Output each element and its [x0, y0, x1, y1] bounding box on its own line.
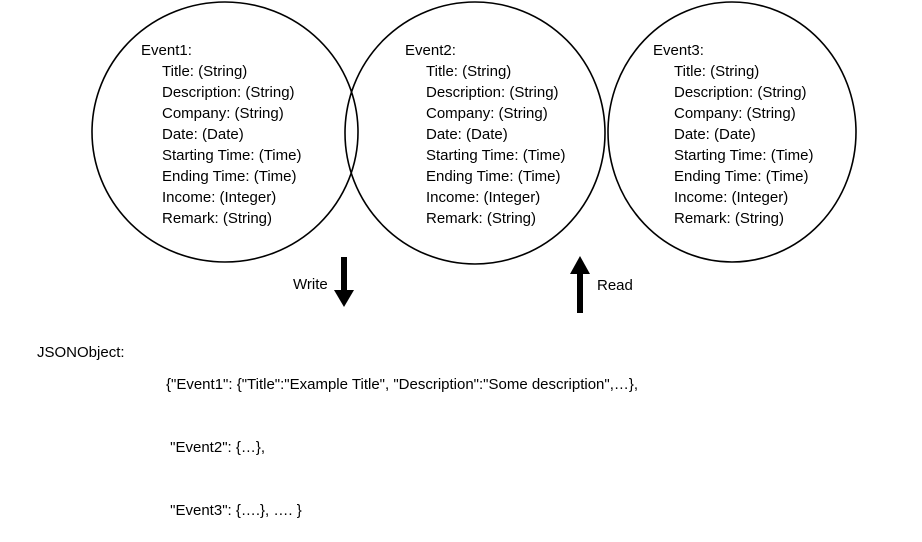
diagram-canvas [91, 1, 857, 313]
field-ending-time: Ending Time: (Time) [674, 168, 809, 185]
event2-title: Event2: [405, 42, 456, 59]
field-company: Company: (String) [674, 105, 796, 122]
field-description: Description: (String) [162, 84, 295, 101]
field-remark: Remark: (String) [426, 210, 537, 227]
event1-title: Event1: [141, 42, 192, 59]
event2-circle [344, 1, 606, 265]
event1-circle [91, 1, 359, 263]
field-ending-time: Ending Time: (Time) [162, 168, 297, 185]
event2-field-list: Title: (String) Description: (String) Co… [405, 61, 565, 229]
json-object-content: {"Event1": {"Title":"Example Title", "De… [166, 332, 638, 542]
read-arrow-icon [570, 256, 590, 313]
field-income: Income: (Integer) [162, 189, 277, 206]
field-date: Date: (Date) [674, 126, 756, 143]
json-object-label: JSONObject: [37, 344, 125, 361]
field-income: Income: (Integer) [426, 189, 541, 206]
event3-circle [607, 1, 857, 263]
read-label: Read [597, 277, 633, 294]
field-starting-time: Starting Time: (Time) [426, 147, 566, 164]
field-title: Title: (String) [426, 63, 512, 80]
event1-field-list: Title: (String) Description: (String) Co… [141, 61, 301, 229]
event3-title: Event3: [653, 42, 704, 59]
event3-field-list: Title: (String) Description: (String) Co… [653, 61, 813, 229]
json-line-2: "Event2": {…}, [166, 439, 266, 456]
field-company: Company: (String) [426, 105, 548, 122]
field-remark: Remark: (String) [674, 210, 785, 227]
write-label: Write [293, 276, 328, 293]
field-date: Date: (Date) [162, 126, 244, 143]
field-income: Income: (Integer) [674, 189, 789, 206]
field-remark: Remark: (String) [162, 210, 273, 227]
write-arrow-icon [334, 257, 354, 307]
event2-details: Event2: Title: (String) Description: (St… [405, 40, 565, 229]
field-title: Title: (String) [674, 63, 760, 80]
event3-details: Event3: Title: (String) Description: (St… [653, 40, 813, 229]
field-ending-time: Ending Time: (Time) [426, 168, 561, 185]
field-title: Title: (String) [162, 63, 248, 80]
field-starting-time: Starting Time: (Time) [162, 147, 302, 164]
field-description: Description: (String) [426, 84, 559, 101]
event1-details: Event1: Title: (String) Description: (St… [141, 40, 301, 229]
field-starting-time: Starting Time: (Time) [674, 147, 814, 164]
field-date: Date: (Date) [426, 126, 508, 143]
field-company: Company: (String) [162, 105, 284, 122]
json-line-1: {"Event1": {"Title":"Example Title", "De… [166, 376, 639, 393]
json-line-3: "Event3": {….}, …. } [166, 502, 302, 519]
field-description: Description: (String) [674, 84, 807, 101]
